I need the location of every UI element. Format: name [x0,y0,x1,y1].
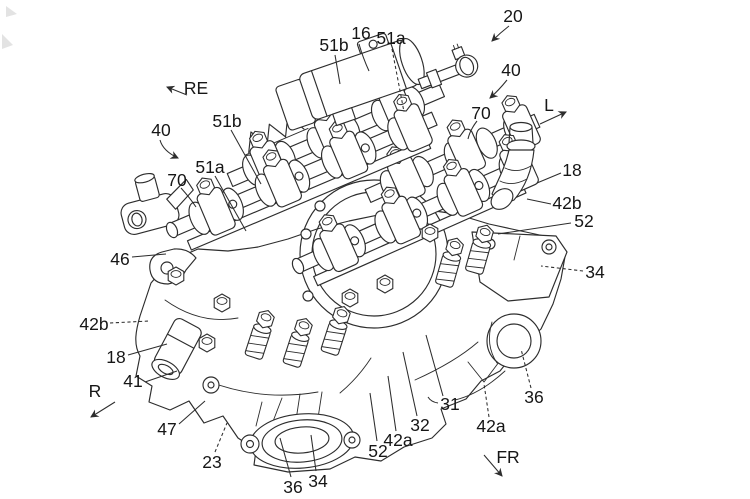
leader-42b-left [109,320,150,324]
scan-smudge-2 [2,34,13,49]
ref-label-42b-left: 42b [79,314,108,334]
leader-51a-left [214,175,247,232]
ref-label-51b-left: 51b [212,111,241,131]
leader-42a-bottom-right [483,383,490,418]
leader-51b-top [334,54,341,85]
intake-flange-oval-port [240,413,361,469]
leader-70-left [180,187,197,208]
ref-label-51a-left: 51a [195,157,224,177]
direction-labels: RE L R FR [89,78,554,467]
ref-label-41: 41 [123,371,142,391]
ref-label-42b-right: 42b [552,193,581,213]
left-port-stub [151,318,202,380]
ref-label-70-left: 70 [167,170,187,190]
cam-carrier-hook [149,248,197,285]
direction-label-l: L [544,95,554,115]
solenoid-actuator [275,32,425,131]
leader-31-hook [427,396,439,404]
ref-label-23: 23 [202,452,221,472]
reference-numerals: 20 16 51a 51b 40 40 70 51b 51a 70 18 42b… [79,6,605,497]
ref-label-34-right: 34 [585,262,605,282]
leader-31 [425,334,444,397]
leader-18-left [127,343,168,356]
ref-label-18-right: 18 [562,160,581,180]
ref-label-52-bottom: 52 [368,441,387,461]
leader-46 [131,253,167,258]
leader-23 [214,422,228,453]
leader-36-bottom-right [520,348,532,389]
ref-label-36-bottom-left: 36 [283,477,302,497]
arrow-l [539,111,567,125]
leader-20 [491,25,510,42]
direction-label-re: RE [184,78,208,98]
leader-40-right [489,79,508,99]
leader-42b-right [526,198,552,205]
ref-label-40-left: 40 [151,120,171,140]
leader-51a-top [391,48,405,113]
ref-label-20: 20 [503,6,523,26]
leader-lines [109,25,584,478]
leader-41 [144,370,178,383]
ref-label-18-left: 18 [106,347,125,367]
ref-label-31: 31 [440,394,459,414]
arrow-fr [483,454,503,477]
leader-34-bottom [310,434,317,472]
ref-label-51b-top: 51b [319,35,348,55]
direction-label-r: R [89,381,102,401]
arrow-r [90,401,116,418]
leader-34-right [540,265,584,272]
scan-smudge-1 [6,6,17,17]
camshaft-row-front-right [291,130,539,287]
ref-label-52-right: 52 [574,211,593,231]
ref-label-42a-bottom: 42a [383,430,412,450]
sensor-plug [417,43,479,90]
leader-47 [178,400,206,425]
cylinder-head-casting [135,208,567,473]
ref-label-46: 46 [110,249,129,269]
leader-70-right [467,120,478,140]
left-sensor-bracket [120,172,194,236]
camshaft-row-front-left [165,90,438,251]
direction-label-fr: FR [496,447,519,467]
ref-label-32: 32 [410,415,429,435]
leader-52-bottom [369,392,378,442]
breather-hose-elbow [490,121,536,210]
direction-arrows [90,85,567,477]
leader-51b-left [230,129,262,185]
ref-label-70-right: 70 [471,103,491,123]
ref-label-40-right: 40 [501,60,521,80]
ref-label-36-bottom-right: 36 [524,387,543,407]
leader-16 [358,43,370,72]
arrow-re [166,85,188,96]
ref-label-34-bottom: 34 [308,471,328,491]
leader-36-bottom-left [279,437,292,478]
leader-52-right [497,222,572,235]
ref-label-47: 47 [157,419,176,439]
leader-18-right [536,172,562,184]
leader-42a-bottom [387,375,397,432]
ref-label-16: 16 [351,23,370,43]
ref-label-42a-bottom-right: 42a [476,416,505,436]
leader-32 [402,351,418,417]
right-round-port [486,313,542,369]
leader-40-left [159,139,179,159]
ref-label-51a-top: 51a [376,28,405,48]
right-mount-flange [471,231,568,302]
